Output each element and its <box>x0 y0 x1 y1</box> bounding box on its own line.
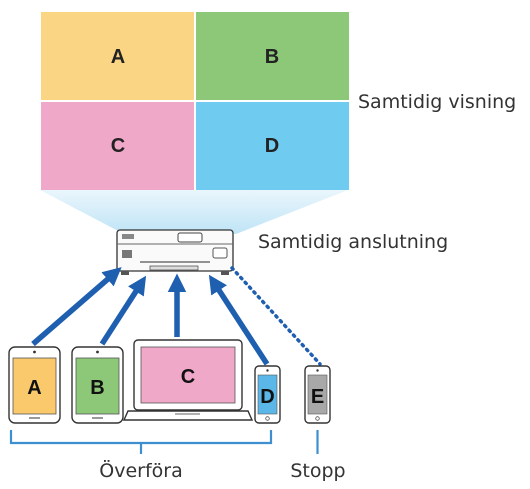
screen-cell-a <box>41 12 195 101</box>
laptop-device-c: C <box>122 339 254 421</box>
device-b-label: B <box>90 377 104 399</box>
phone-device-d: D <box>254 365 281 424</box>
stopped-connection-dotted-line <box>230 266 322 366</box>
transmit-caption: Överföra <box>99 459 182 482</box>
projection-screen: A B C D <box>41 12 349 190</box>
connection-arrows <box>31 267 270 366</box>
device-a-label: A <box>27 377 41 399</box>
stop-caption: Stopp <box>290 460 345 482</box>
transmit-bracket <box>9 430 273 454</box>
screen-cell-d-label: D <box>265 135 279 157</box>
tablet-device-a: A <box>8 346 61 424</box>
screen-cell-d <box>195 101 349 190</box>
simultaneous-connection-caption: Samtidig anslutning <box>258 231 448 253</box>
device-c-label: C <box>181 366 195 388</box>
arrow-b <box>99 275 147 346</box>
screen-cell-b <box>195 12 349 101</box>
projection-beam <box>40 190 348 234</box>
simultaneous-display-caption: Samtidig visning <box>358 91 516 113</box>
screen-cell-c <box>41 101 195 190</box>
phone-device-e: E <box>304 365 331 424</box>
device-d-label: D <box>260 386 274 408</box>
device-e-label: E <box>311 386 324 408</box>
projector-icon <box>116 229 234 275</box>
screen-cell-b-label: B <box>265 46 279 68</box>
tablet-device-b: B <box>71 346 124 424</box>
arrow-a <box>31 267 122 347</box>
screen-cell-c-label: C <box>111 135 125 157</box>
screen-cell-a-label: A <box>111 46 125 68</box>
arrow-d <box>208 274 270 366</box>
